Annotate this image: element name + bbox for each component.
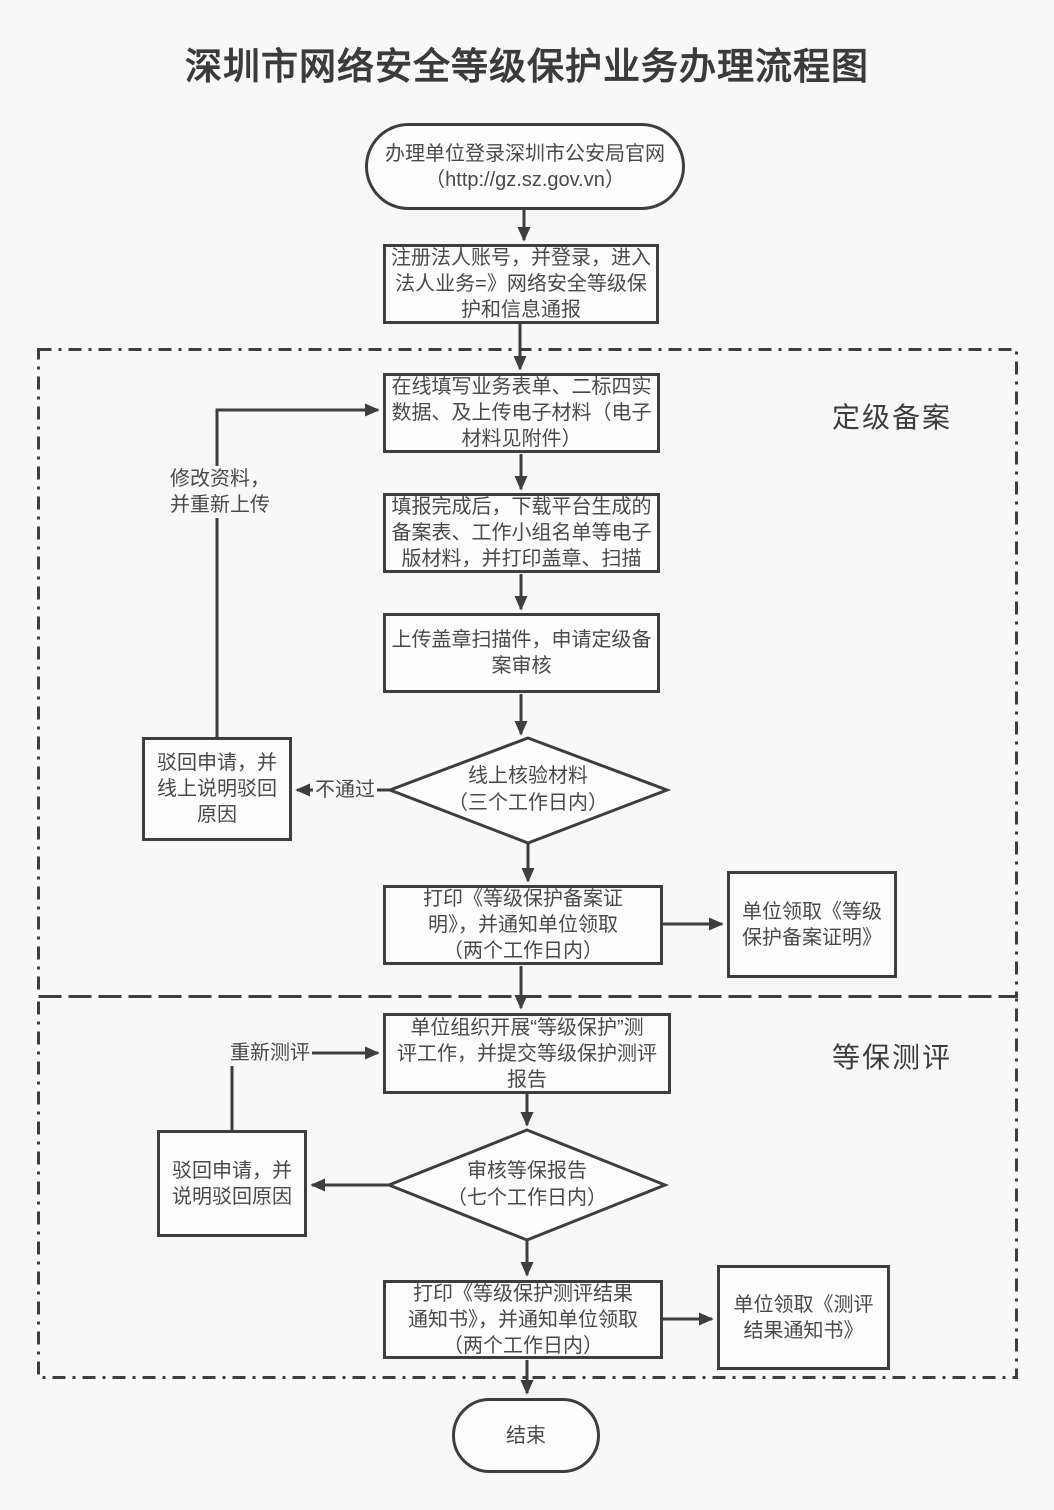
edge-label-retest: 重新测评 — [228, 1040, 312, 1066]
upload-scan-step: 上传盖章扫描件，申请定级备 案审核 — [383, 613, 660, 693]
start-node: 办理单位登录深圳市公安局官网 （http://gz.sz.gov.vn） — [365, 123, 685, 210]
edge-label-not-pass: 不通过 — [313, 777, 377, 803]
reject-assessment-box: 驳回申请，并 说明驳回原因 — [157, 1130, 307, 1237]
page-title: 深圳市网络安全等级保护业务办理流程图 — [185, 46, 869, 87]
fill-form-step: 在线填写业务表单、二标四实 数据、及上传电子材料（电子 材料见附件） — [383, 373, 660, 453]
verify-decision-text: 线上核验材料 （三个工作日内） — [448, 765, 608, 814]
receive-cert-box: 单位领取《等级 保护备案证明》 — [727, 871, 897, 978]
print-cert-step: 打印《等级保护备案证 明》，并通知单位领取 （两个工作日内） — [383, 885, 663, 965]
section-label-assessment: 等保测评 — [832, 1042, 953, 1073]
reject-record-box: 驳回申请，并 线上说明驳回 原因 — [142, 737, 292, 841]
review-decision-text: 审核等保报告 （七个工作日内） — [447, 1160, 607, 1209]
section-label-grading-record: 定级备案 — [832, 402, 953, 433]
edge-label-modify-reupload: 修改资料， 并重新上传 — [168, 466, 272, 518]
org-assessment-step: 单位组织开展“等级保护”测 评工作，并提交等级保护测评 报告 — [383, 1013, 671, 1094]
review-decision-diamond-shape — [384, 1128, 670, 1242]
end-node: 结束 — [452, 1398, 600, 1473]
receive-result-box: 单位领取《测评 结果通知书》 — [717, 1265, 890, 1370]
download-print-step: 填报完成后，下载平台生成的 备案表、工作小组名单等电子 版材料，并打印盖章、扫描 — [383, 493, 660, 573]
verify-decision-diamond-shape — [385, 736, 672, 845]
section-frame-grading-record — [37, 348, 1018, 998]
register-step: 注册法人账号，并登录，进入 法人业务=》网络安全等级保 护和信息通报 — [383, 244, 659, 324]
print-result-step: 打印《等级保护测评结果 通知书》，并通知单位领取 （两个工作日内） — [383, 1280, 663, 1359]
